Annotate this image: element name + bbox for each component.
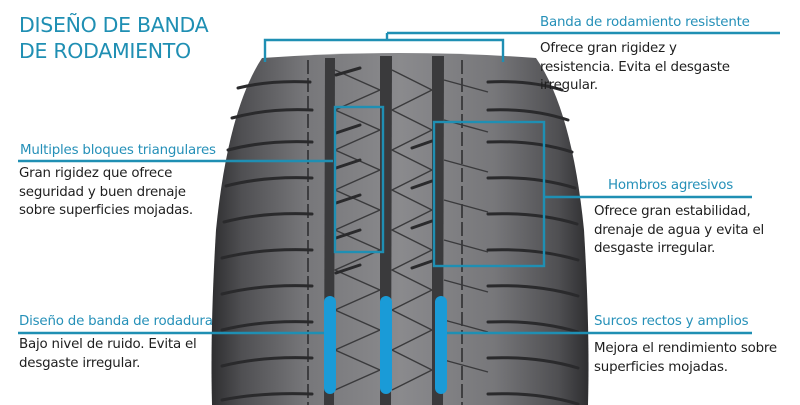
callout-desc-hombros-agresivos: Ofrece gran estabilidad, drenaje de agua… — [594, 203, 764, 259]
callout-heading-hombros-agresivos: Hombros agresivos — [608, 178, 733, 193]
callout-heading-surcos-rectos: Surcos rectos y amplios — [594, 314, 749, 329]
callout-desc-banda-rodadura: Bajo nivel de ruido. Evita el desgaste i… — [19, 336, 197, 373]
callout-desc-bloques-triangulares: Gran rigidez que ofrece seguridad y buen… — [19, 165, 193, 221]
desc-line: Ofrece gran estabilidad, — [594, 204, 751, 219]
desc-line: desgaste irregular. — [594, 241, 716, 256]
diagram-title: DISEÑO DE BANDA DE RODAMIENTO — [19, 12, 209, 64]
desc-line: Mejora el rendimiento sobre — [594, 341, 777, 356]
triangular-sipes — [334, 66, 434, 275]
desc-line: Bajo nivel de ruido. Evita el — [19, 337, 197, 352]
triangular-blocks-box — [18, 105, 385, 254]
title-line-2: DE RODAMIENTO — [19, 39, 191, 63]
desc-line: sobre superficies mojadas. — [19, 203, 193, 218]
left-shoulder-sipes — [220, 80, 314, 402]
right-shoulder-sipes — [486, 80, 580, 405]
desc-line: seguridad y buen drenaje — [19, 184, 186, 200]
callout-heading-banda-rodadura: Diseño de banda de rodadura — [19, 314, 213, 329]
desc-line: resistencia. Evita el desgaste — [540, 59, 730, 75]
shoulders-box — [432, 120, 752, 268]
title-line-1: DISEÑO DE BANDA — [19, 13, 209, 37]
desc-line: Gran rigidez que ofrece — [19, 166, 173, 181]
callout-heading-bloques-triangulares: Multiples bloques triangulares — [20, 143, 216, 158]
desc-line: Ofrece gran rigidez y — [540, 41, 677, 56]
desc-line: superficies mojadas. — [594, 359, 728, 375]
top-bracket — [263, 31, 780, 62]
desc-line: drenaje de agua y evita el — [594, 222, 765, 238]
callout-heading-banda-resistente: Banda de rodamiento resistente — [540, 15, 750, 30]
desc-line: irregular. — [540, 78, 598, 93]
callout-desc-surcos-rectos: Mejora el rendimiento sobre superficies … — [594, 340, 777, 377]
callout-desc-banda-resistente: Ofrece gran rigidez y resistencia. Evita… — [540, 40, 730, 96]
straight-groove-highlights — [324, 296, 447, 394]
desc-line: desgaste irregular. — [19, 355, 141, 371]
